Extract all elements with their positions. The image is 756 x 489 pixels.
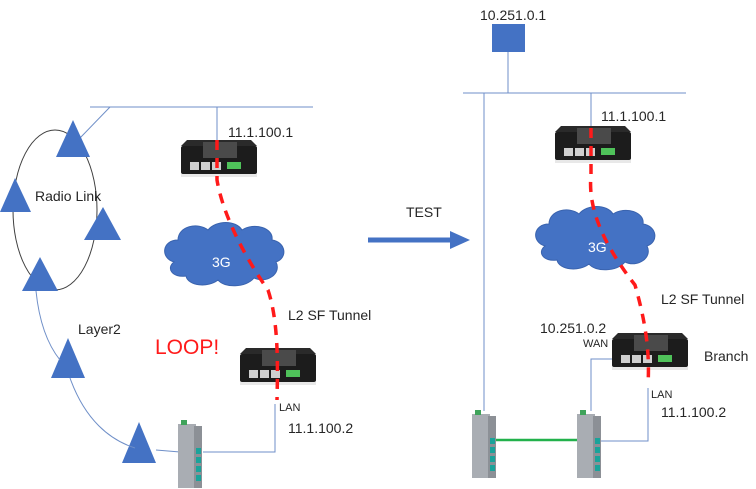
wan-label: WAN — [583, 338, 609, 350]
l2-sf-tunnel-line — [588, 128, 651, 386]
cloud-3g-label: 3G — [588, 239, 607, 255]
hq-router-icon — [181, 140, 257, 177]
antenna-to-switch-line — [155, 449, 181, 453]
server-icon — [492, 24, 525, 52]
right-diagram — [463, 24, 688, 478]
left-backbone-to-antenna-line — [79, 106, 111, 139]
branch-switch-icon — [577, 410, 601, 478]
antenna-icon — [84, 207, 121, 240]
loop-warning-label: LOOP! — [155, 336, 220, 359]
core-switch-icon — [472, 410, 496, 478]
switch-icon — [178, 420, 202, 488]
tunnel-label: L2 SF Tunnel — [661, 291, 745, 307]
hq-router-icon — [555, 126, 631, 163]
antenna-icon — [56, 120, 90, 157]
lan-link-line — [601, 388, 649, 442]
antenna-icon — [122, 422, 156, 463]
wan-ip-label: 10.251.0.2 — [540, 320, 607, 336]
wan-link-line — [590, 358, 612, 411]
layer2-link-line — [69, 377, 136, 449]
branch-router-ip-label: 11.1.100.2 — [288, 420, 354, 436]
radio-link-label: Radio Link — [35, 188, 102, 204]
antenna-icon — [51, 338, 85, 378]
antenna-icon — [0, 178, 31, 212]
left-diagram — [0, 106, 316, 488]
switch-to-branch-lan-line — [203, 404, 276, 453]
hq-router-ip-label: 11.1.100.1 — [601, 108, 667, 124]
layer2-link-line — [35, 290, 61, 361]
branch-router-ip-label: 11.1.100.2 — [661, 404, 727, 420]
hq-router-ip-label: 11.1.100.1 — [228, 124, 294, 140]
test-arrow-label: TEST — [406, 204, 442, 220]
l2-sf-tunnel-line — [215, 140, 280, 401]
test-arrow — [368, 231, 470, 249]
tunnel-label: L2 SF Tunnel — [288, 307, 372, 323]
branch-router-icon — [612, 333, 688, 370]
lan-label: LAN — [651, 389, 673, 401]
antenna-icon — [22, 257, 58, 291]
cloud-3g-label: 3G — [212, 254, 231, 270]
branch-label: Branch — [704, 348, 749, 364]
layer2-label: Layer2 — [78, 321, 121, 337]
server-ip-label: 10.251.0.1 — [480, 7, 547, 23]
branch-lan-label: LAN — [279, 402, 301, 414]
